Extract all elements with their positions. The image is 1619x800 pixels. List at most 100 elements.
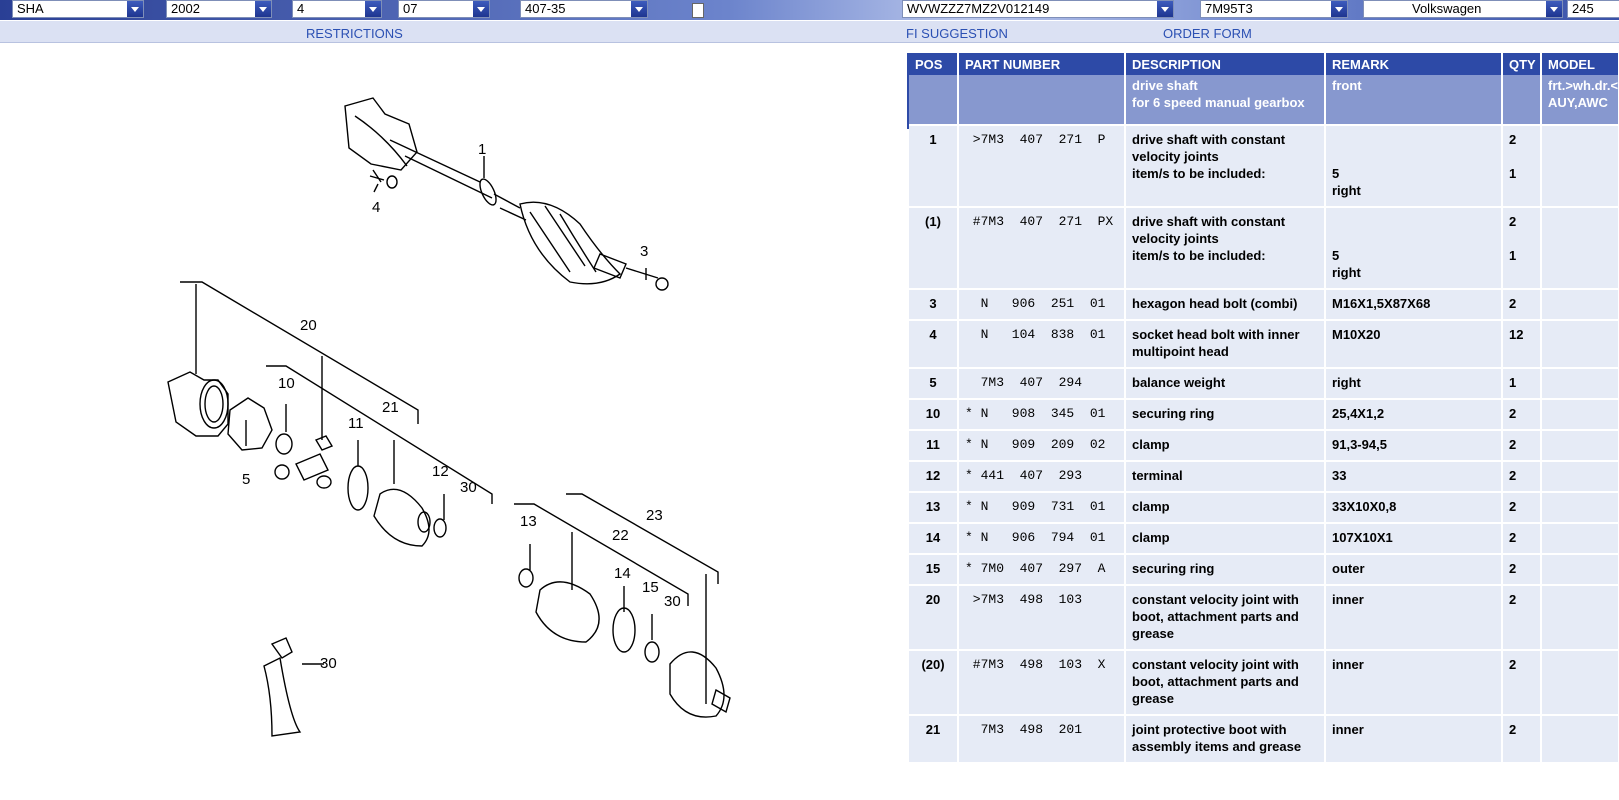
bracket-22 <box>514 503 689 606</box>
qty-cell: 2 <box>1502 715 1542 764</box>
model-cell <box>1541 461 1619 493</box>
table-left-border <box>907 53 909 129</box>
model-select[interactable]: SHA <box>12 0 144 18</box>
fi-suggestion-link[interactable]: FI SUGGESTION <box>906 26 1008 41</box>
col-model[interactable]: MODEL <box>1541 53 1619 75</box>
sub-group-select[interactable]: 07 <box>398 0 490 18</box>
description-cell: clamp <box>1125 523 1326 555</box>
model-cell <box>1541 554 1619 586</box>
extra-select[interactable]: 245 <box>1567 0 1619 18</box>
part-number-cell: #7M3 407 271 PX <box>958 207 1126 290</box>
model-cell <box>1541 715 1619 764</box>
col-description[interactable]: DESCRIPTION <box>1125 53 1326 75</box>
col-pos[interactable]: POS <box>909 53 959 75</box>
pos-cell: 12 <box>909 461 959 493</box>
remark-cell: right <box>1325 368 1503 400</box>
qty-cell: 2 <box>1502 650 1542 716</box>
remark-cell: inner <box>1325 585 1503 651</box>
pos-cell: 20 <box>909 585 959 651</box>
chevron-down-icon[interactable] <box>1157 1 1173 17</box>
model-cell <box>1541 320 1619 369</box>
pos-cell: 21 <box>909 715 959 764</box>
bracket-23 <box>566 493 719 584</box>
pos-cell: 14 <box>909 523 959 555</box>
col-remark[interactable]: REMARK <box>1325 53 1503 75</box>
label-20: 20 <box>300 317 317 334</box>
table-header-row: POS PART NUMBER DESCRIPTION REMARK QTY M… <box>909 53 1619 75</box>
part-number-cell: #7M3 498 103 X <box>958 650 1126 716</box>
chevron-down-icon[interactable] <box>473 1 489 17</box>
remark-cell: inner <box>1325 715 1503 764</box>
qty-cell: 2 <box>1502 461 1542 493</box>
parts-diagram: 1 4 3 20 10 21 11 12 30 5 13 22 23 14 15… <box>167 97 731 737</box>
cv-joint-illustration <box>167 371 273 451</box>
illustration-select[interactable]: 407-35 <box>520 0 648 18</box>
chevron-down-icon[interactable] <box>1546 1 1562 17</box>
description-cell: securing ring <box>1125 554 1326 586</box>
label-15: 15 <box>642 579 659 596</box>
pos-cell: 10 <box>909 399 959 431</box>
code-select[interactable]: 7M95T3 <box>1200 0 1348 18</box>
restrictions-link[interactable]: RESTRICTIONS <box>306 26 403 41</box>
qty-cell: 1 <box>1502 368 1542 400</box>
label-11: 11 <box>348 415 364 432</box>
chevron-down-icon[interactable] <box>255 1 271 17</box>
qty-cell: 2 <box>1502 492 1542 524</box>
part-number-cell: * 7M0 407 297 A <box>958 554 1126 586</box>
model-cell <box>1541 289 1619 321</box>
remark-cell: inner <box>1325 650 1503 716</box>
order-form-link[interactable]: ORDER FORM <box>1163 26 1252 41</box>
pos-cell: 4 <box>909 320 959 369</box>
vin-select[interactable]: WVWZZZ7MZ2V012149 <box>902 0 1174 18</box>
securing-ring-illustration <box>275 433 293 455</box>
label-13: 13 <box>520 513 537 530</box>
qty-cell: 12 <box>1502 320 1542 369</box>
chevron-down-icon[interactable] <box>1331 1 1347 17</box>
chevron-down-icon[interactable] <box>127 1 143 17</box>
pos-cell: (1) <box>909 207 959 290</box>
part-number-cell: N 104 838 01 <box>958 320 1126 369</box>
label-14: 14 <box>614 565 631 582</box>
group-qty <box>1502 75 1542 126</box>
label-3: 3 <box>640 243 648 260</box>
chevron-down-icon[interactable] <box>365 1 381 17</box>
chevron-down-icon[interactable] <box>631 1 647 17</box>
col-part-number[interactable]: PART NUMBER <box>958 53 1126 75</box>
pos-cell: 15 <box>909 554 959 586</box>
group-model: frt.>wh.dr.< AUY,AWC <box>1541 75 1619 126</box>
label-5: 5 <box>242 471 250 488</box>
remark-cell: 33X10X0,8 <box>1325 492 1503 524</box>
label-30-b: 30 <box>664 593 681 610</box>
description-cell: securing ring <box>1125 399 1326 431</box>
label-1: 1 <box>478 141 486 158</box>
col-qty[interactable]: QTY <box>1502 53 1542 75</box>
pos-cell: 5 <box>909 368 959 400</box>
label-4: 4 <box>372 199 380 216</box>
part-number-cell: N 906 251 01 <box>958 289 1126 321</box>
pos-cell: 11 <box>909 430 959 462</box>
slider-handle[interactable] <box>692 3 704 18</box>
brand-select[interactable]: Volkswagen <box>1363 0 1563 18</box>
year-select[interactable]: 2002 <box>166 0 272 18</box>
main-group-select[interactable]: 4 <box>292 0 382 18</box>
part-number-cell: * N 908 345 01 <box>958 399 1126 431</box>
